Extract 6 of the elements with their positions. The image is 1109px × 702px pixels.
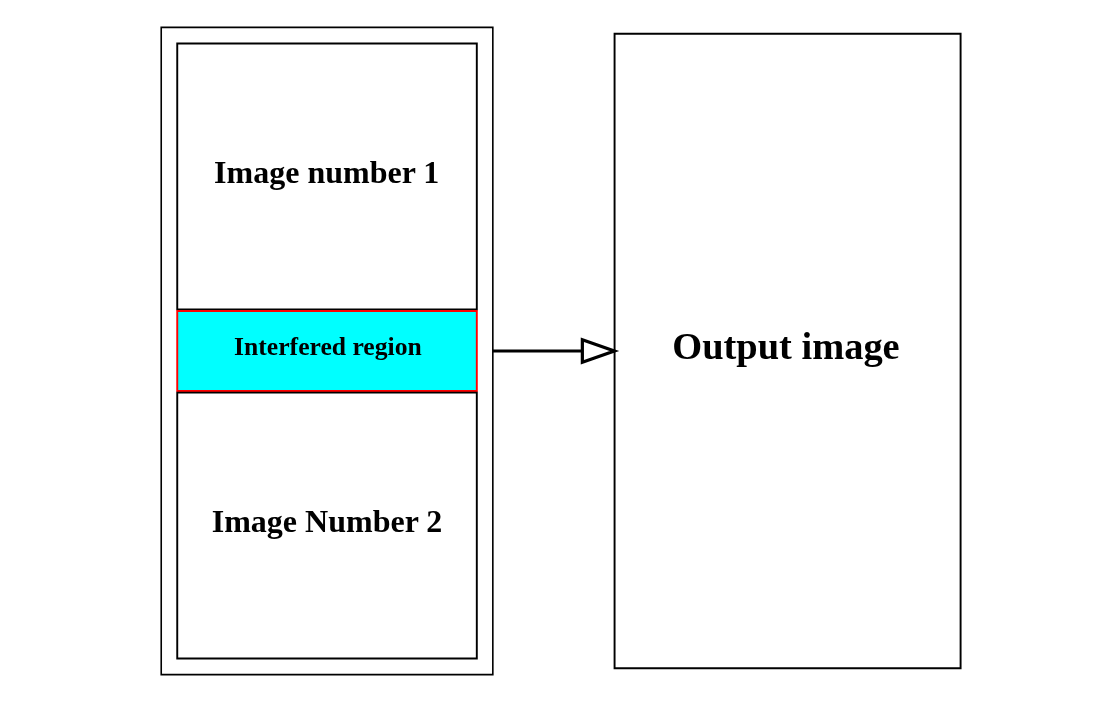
node-box: Interfered region xyxy=(176,310,478,392)
node-box: Image Number 2 xyxy=(176,391,478,660)
cluster xyxy=(160,26,494,676)
node-box: Output image xyxy=(613,32,962,670)
node-box: Image number 1 xyxy=(176,42,478,311)
arrow xyxy=(492,337,620,365)
